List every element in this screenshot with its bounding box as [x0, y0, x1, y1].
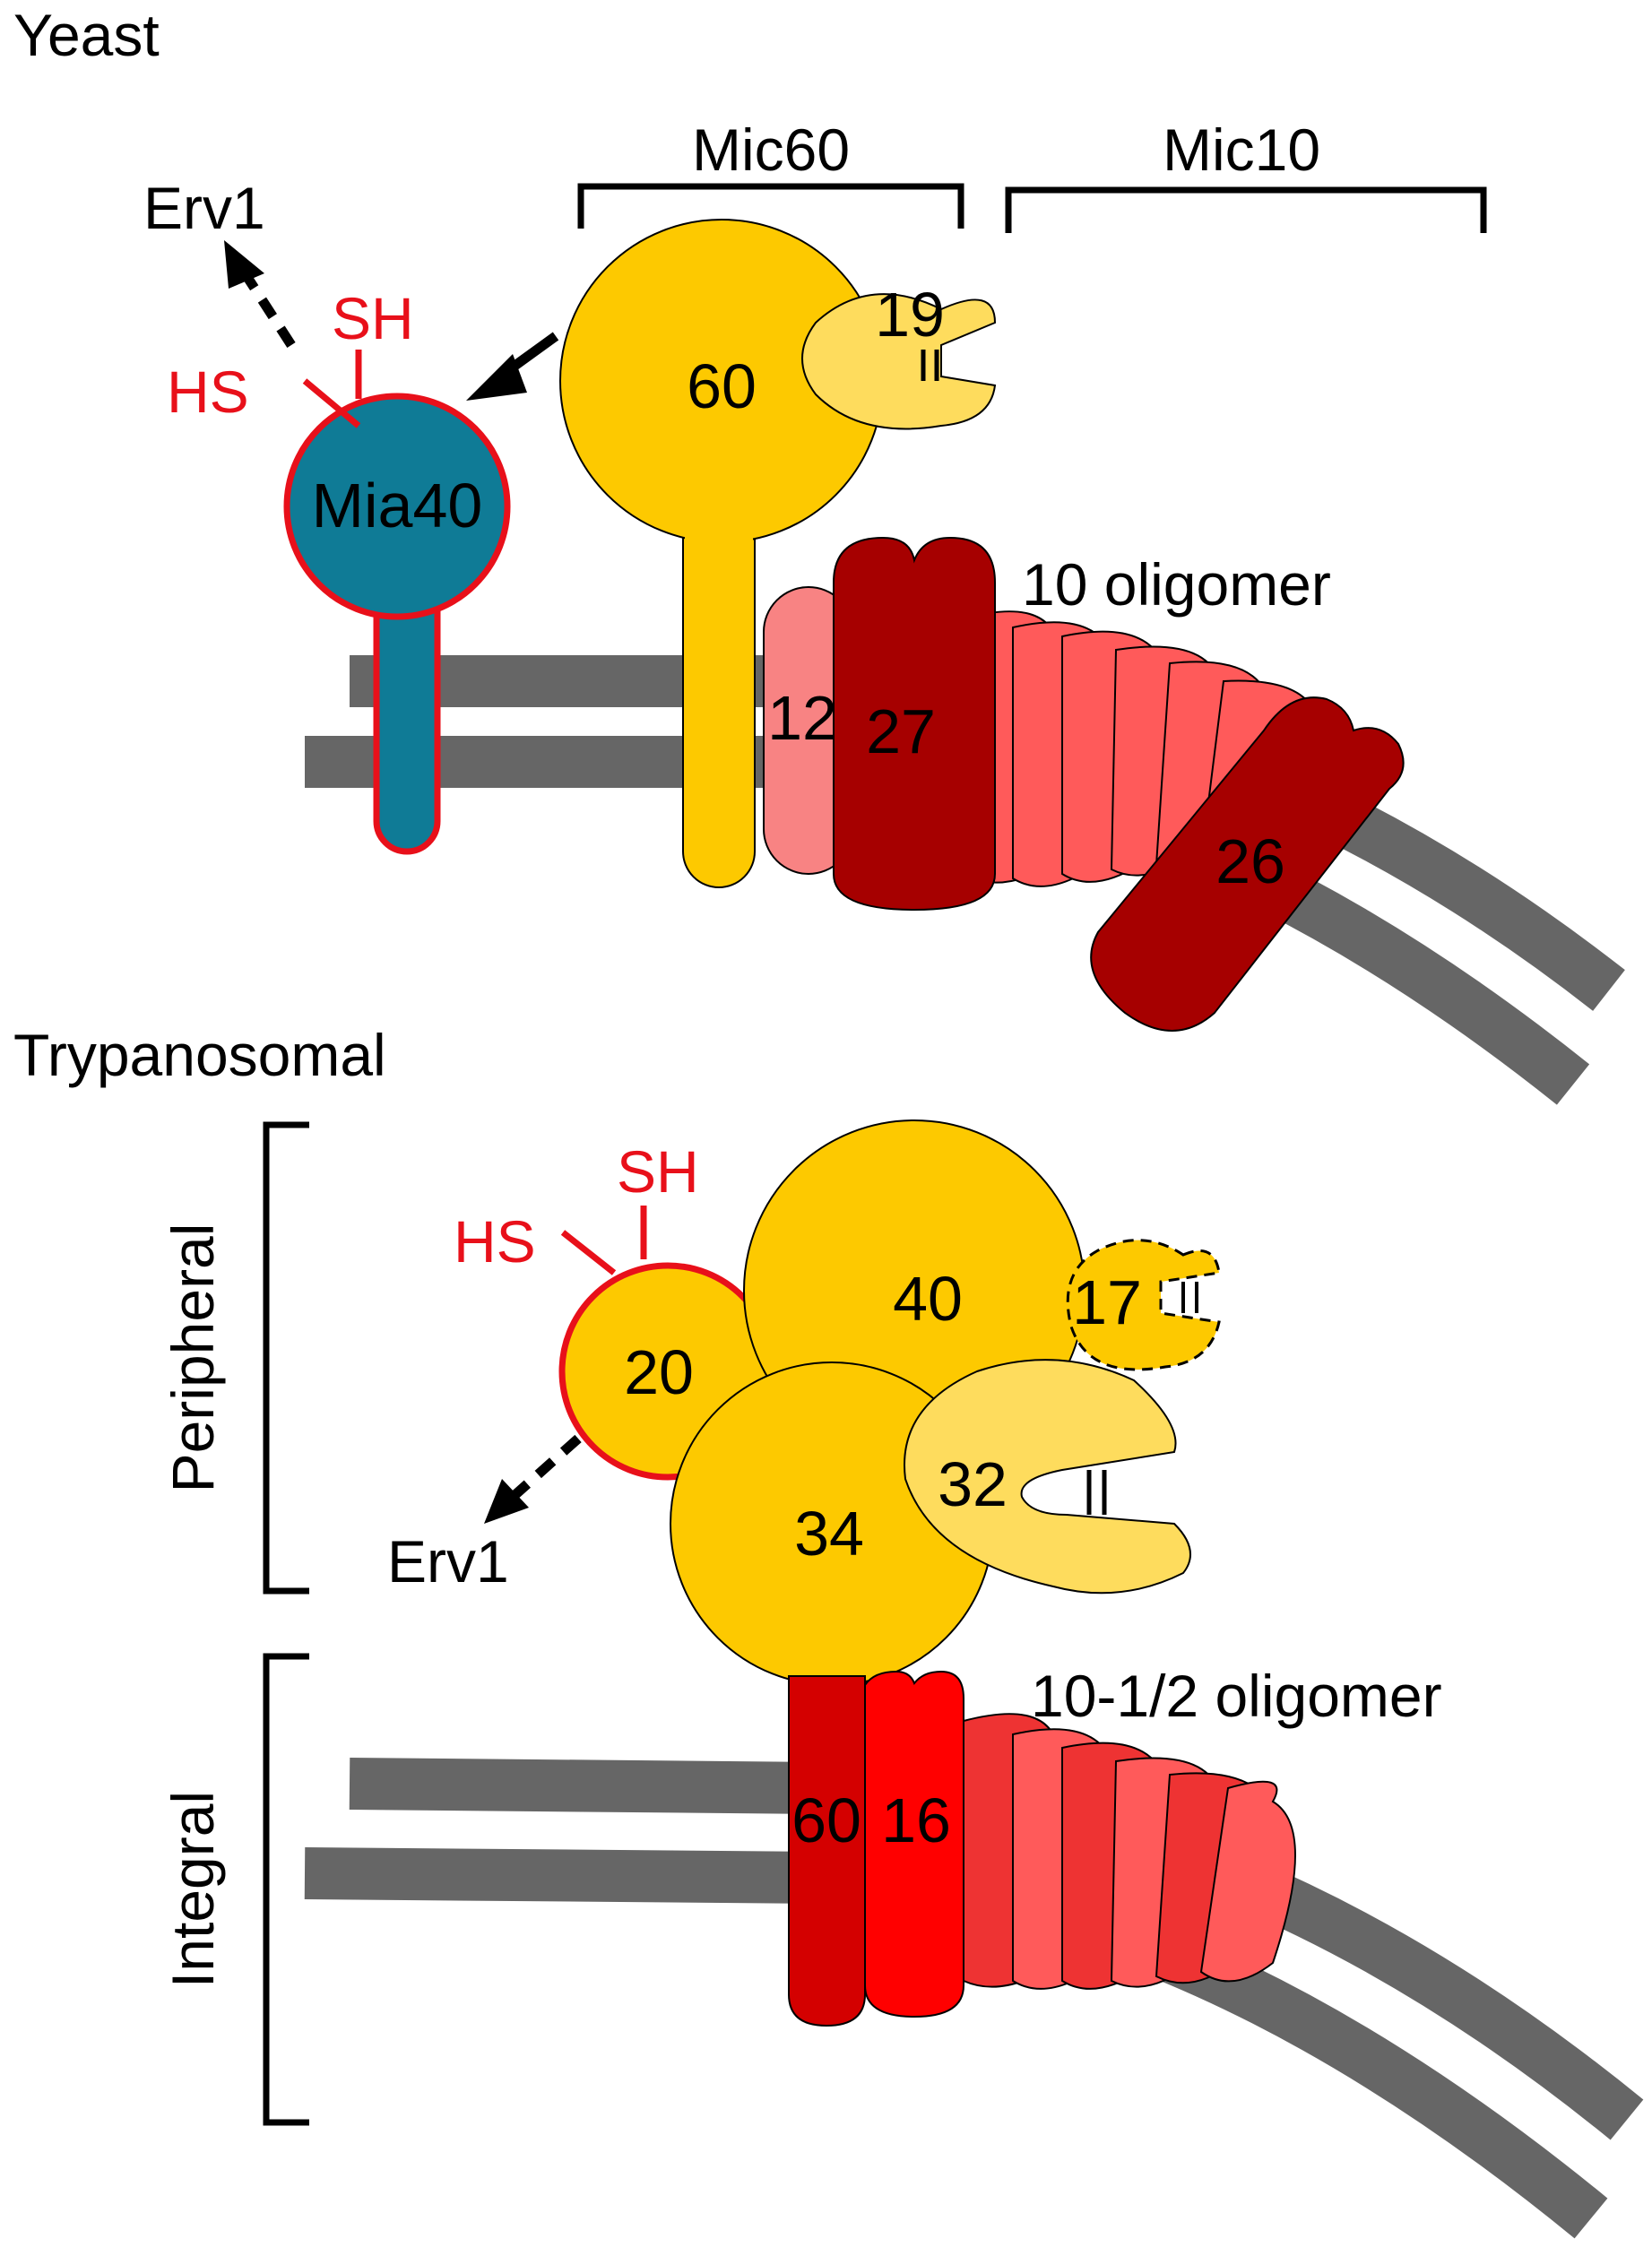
yeast-erv1-arrow [238, 266, 296, 348]
trypanosomal-erv1-arrowhead [484, 1479, 529, 1524]
mic19-label: 19 [875, 280, 945, 350]
mic16-label: 16 [881, 1785, 951, 1855]
mic60-label: 60 [687, 351, 757, 421]
yeast-sh-label: SH [332, 285, 414, 351]
mic40-label: 40 [893, 1264, 963, 1334]
mic10-bracket [1005, 186, 1487, 233]
mic16-protein: 16 [864, 1670, 964, 2018]
mic27-label: 27 [866, 696, 936, 766]
mic34-label: 34 [794, 1499, 864, 1569]
yeast-panel: Yeast Mic60 Mic10 Mia40 SH HS Erv [13, 2, 1625, 1105]
mic17-shape [1066, 1239, 1221, 1371]
mic17-protein: 17 [1066, 1239, 1221, 1371]
mic32-shape [904, 1359, 1191, 1595]
yeast-erv1-label: Erv1 [143, 175, 265, 241]
trypanosomal-erv1-label: Erv1 [387, 1528, 509, 1595]
integral-label: Integral [160, 1791, 226, 1988]
mic60-trypanosomal-protein: 60 [788, 1675, 866, 2027]
mia40-head [283, 393, 511, 620]
mic32-protein: 32 [904, 1359, 1191, 1595]
mic32-label: 32 [938, 1449, 1008, 1519]
mic26-protein: 26 [1090, 696, 1405, 1032]
mic20-label: 20 [624, 1337, 694, 1407]
trypanosomal-panel: Trypanosomal Peripheral Integral 20 SH H… [13, 1022, 1644, 2239]
mic12-protein: 12 [763, 586, 854, 875]
mia40-label: Mia40 [312, 471, 483, 540]
trypanosomal-hs-bond [560, 1230, 617, 1275]
mic10-bracket-label: Mic10 [1163, 117, 1320, 183]
mic17-label: 17 [1072, 1267, 1142, 1337]
mic27-shape [833, 536, 996, 912]
mic16-shape [864, 1670, 964, 2018]
mic60-protein: 60 [559, 219, 884, 888]
mic27-protein: 27 [833, 536, 996, 912]
mic19-protein: 19 [801, 280, 997, 430]
mic60-to-mia40-arrowhead [466, 354, 527, 401]
trypanosomal-oligomer-label: 10-1/2 oligomer [1031, 1663, 1442, 1729]
trypanosomal-title: Trypanosomal [13, 1022, 386, 1088]
integral-bracket [263, 1653, 309, 2126]
mic60-bracket [577, 183, 964, 229]
mic60-trypanosomal-label: 60 [791, 1785, 861, 1855]
mic10-oligomer-trypanosomal [963, 1713, 1296, 1990]
mic60-bracket-label: Mic60 [692, 117, 850, 183]
yeast-hs-bond [302, 378, 361, 428]
trypanosomal-hs-label: HS [454, 1208, 536, 1275]
peripheral-bracket [263, 1121, 309, 1595]
mic60-trypanosomal-shape [788, 1675, 866, 2027]
peripheral-label: Peripheral [160, 1223, 226, 1493]
yeast-hs-label: HS [167, 359, 249, 425]
yeast-oligomer-label: 10 oligomer [1022, 551, 1331, 618]
trypanosomal-sh-label: SH [617, 1138, 699, 1205]
yeast-erv1-arrowhead [224, 240, 264, 289]
trypanosomal-erv1-arrow [507, 1434, 582, 1503]
mia40-protein: Mia40 SH HS [167, 285, 511, 855]
mic26-label: 26 [1215, 826, 1285, 896]
mic19-shape [801, 293, 997, 430]
mic12-label: 12 [767, 683, 837, 753]
mic26-shape [1090, 696, 1405, 1032]
yeast-title: Yeast [13, 2, 160, 68]
